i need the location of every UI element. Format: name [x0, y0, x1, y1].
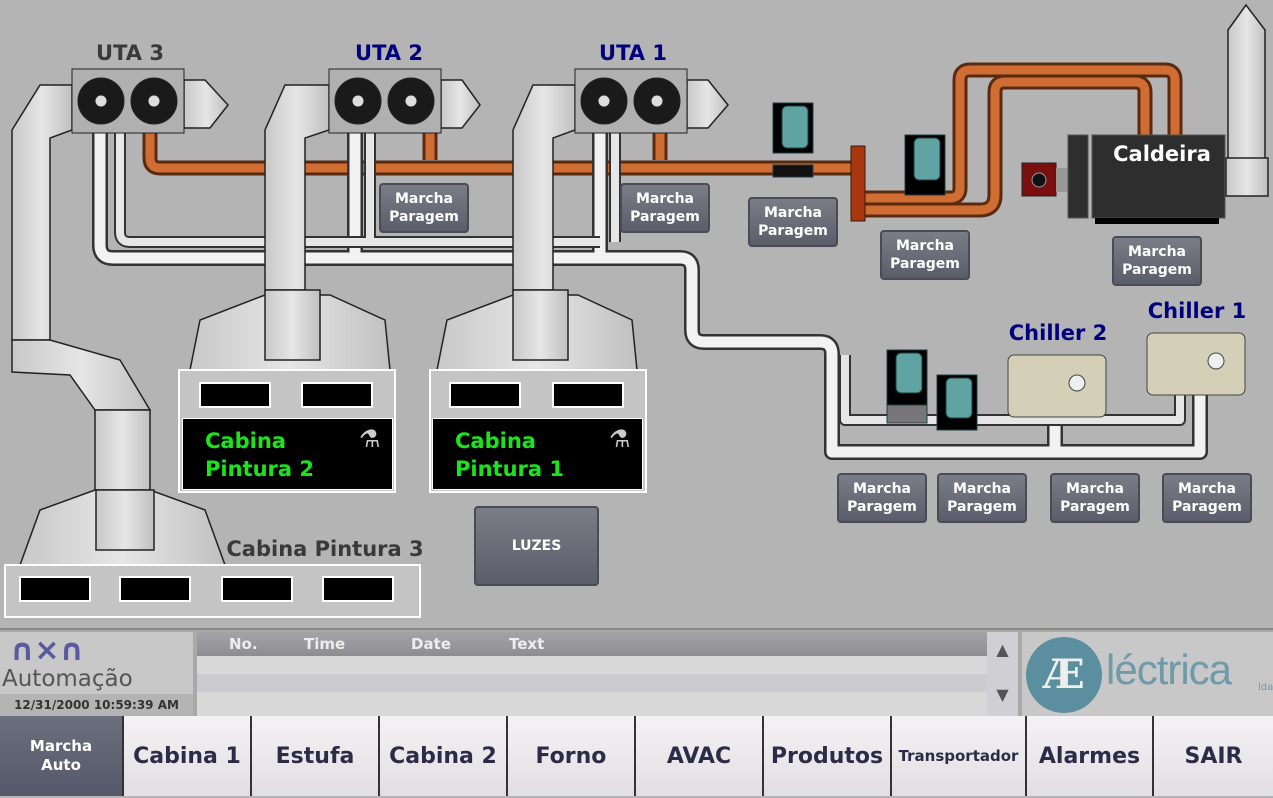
uta-2-label: UTA 2 — [355, 41, 423, 65]
pump — [886, 349, 928, 424]
button-label: Marcha — [1178, 481, 1236, 497]
button-label: Paragem — [389, 209, 459, 225]
uta-3-fans — [71, 68, 185, 134]
pump — [772, 102, 814, 178]
company-logo-left: ∩×∩ Automação 12/31/2000 10:59:39 AM — [0, 632, 193, 716]
column-text[interactable]: Text — [509, 635, 545, 653]
button-label: Marcha — [29, 737, 93, 755]
hot-water-pipes — [142, 62, 1183, 222]
spray-gun-icon: ⚗ — [609, 425, 631, 453]
nxn-logo-icon: ∩×∩ — [10, 633, 84, 668]
chiller-1-label: Chiller 1 — [1147, 299, 1247, 323]
uta-3-label: UTA 3 — [96, 41, 164, 65]
datetime: 12/31/2000 10:59:39 AM — [0, 694, 193, 716]
cabin-2-name-2: Pintura 2 — [205, 457, 314, 481]
button-label: Marcha — [636, 191, 694, 207]
button-label: Marcha — [896, 238, 954, 254]
pumps — [772, 102, 978, 431]
chiller-2-label: Chiller 2 — [1008, 321, 1108, 345]
company-logo-right: Æ léctrica lda — [1022, 632, 1273, 716]
cold-water-pipes — [92, 133, 1208, 460]
button-label: Paragem — [947, 499, 1017, 515]
ae-logo-icon: Æ — [1026, 637, 1102, 713]
cabin-1-name: Cabina — [455, 429, 536, 453]
cabin-1-name-2: Pintura 1 — [455, 457, 564, 481]
fan-units — [71, 68, 688, 134]
button-label: Paragem — [847, 499, 917, 515]
alarm-scrollbar[interactable]: ▲ ▼ — [987, 632, 1018, 716]
button-label: Marcha — [953, 481, 1011, 497]
cabin-2-name: Cabina — [205, 429, 286, 453]
alarm-table-header: No. Time Date Text — [197, 632, 987, 656]
button-label: Paragem — [758, 223, 828, 239]
button-label: Paragem — [1172, 499, 1242, 515]
button-label: Marcha — [853, 481, 911, 497]
column-date[interactable]: Date — [411, 635, 451, 653]
chiller-1-unit — [1146, 332, 1246, 396]
nav-cabina-2[interactable]: Cabina 2 — [378, 716, 506, 796]
button-label: Marcha — [764, 205, 822, 221]
button-label: Paragem — [890, 256, 960, 272]
pump — [904, 134, 946, 196]
nav-alarmes[interactable]: Alarmes — [1025, 716, 1152, 796]
button-label: Auto — [41, 756, 81, 774]
air-ducts — [11, 3, 1269, 566]
pipe-flange — [850, 145, 866, 222]
lights-button[interactable]: LUZES — [474, 506, 599, 586]
boiler — [1021, 134, 1226, 224]
nav-sair[interactable]: SAIR — [1152, 716, 1273, 796]
scroll-up-icon[interactable]: ▲ — [996, 640, 1009, 659]
button-label: Marcha — [395, 191, 453, 207]
column-time[interactable]: Time — [304, 635, 346, 653]
cabin-3-label: Cabina Pintura 3 — [226, 537, 424, 561]
spray-gun-icon: ⚗ — [359, 425, 381, 453]
button-label: Paragem — [1122, 262, 1192, 278]
column-no[interactable]: No. — [229, 635, 258, 653]
chiller-2-unit — [1007, 354, 1107, 418]
nav-avac[interactable]: AVAC — [634, 716, 762, 796]
scroll-down-icon[interactable]: ▼ — [996, 685, 1009, 704]
process-diagram — [4, 3, 1269, 618]
logo-right-text: léctrica — [1106, 646, 1232, 693]
uta-1-label: UTA 1 — [599, 41, 667, 65]
button-label: Paragem — [630, 209, 700, 225]
nav-estufa[interactable]: Estufa — [250, 716, 378, 796]
logo-text: Automação — [2, 666, 133, 692]
nav-transportador[interactable]: Transportador — [890, 716, 1025, 796]
nav-cabina-1[interactable]: Cabina 1 — [122, 716, 250, 796]
table-row — [197, 674, 987, 692]
button-label: Marcha — [1128, 244, 1186, 260]
alarm-table[interactable]: No. Time Date Text — [197, 632, 987, 716]
chillers — [1007, 332, 1246, 418]
button-label: Paragem — [1060, 499, 1130, 515]
boiler-label: Caldeira — [1113, 142, 1211, 166]
uta-2-fans — [328, 68, 442, 134]
logo-right-suffix: lda — [1258, 682, 1273, 693]
button-label: Marcha — [1066, 481, 1124, 497]
nav-forno[interactable]: Forno — [506, 716, 634, 796]
status-bar: ∩×∩ Automação 12/31/2000 10:59:39 AM No.… — [0, 628, 1273, 716]
button-label: LUZES — [511, 538, 562, 554]
uta-1-fans — [574, 68, 688, 134]
pump — [936, 374, 978, 431]
nav-produtos[interactable]: Produtos — [762, 716, 890, 796]
